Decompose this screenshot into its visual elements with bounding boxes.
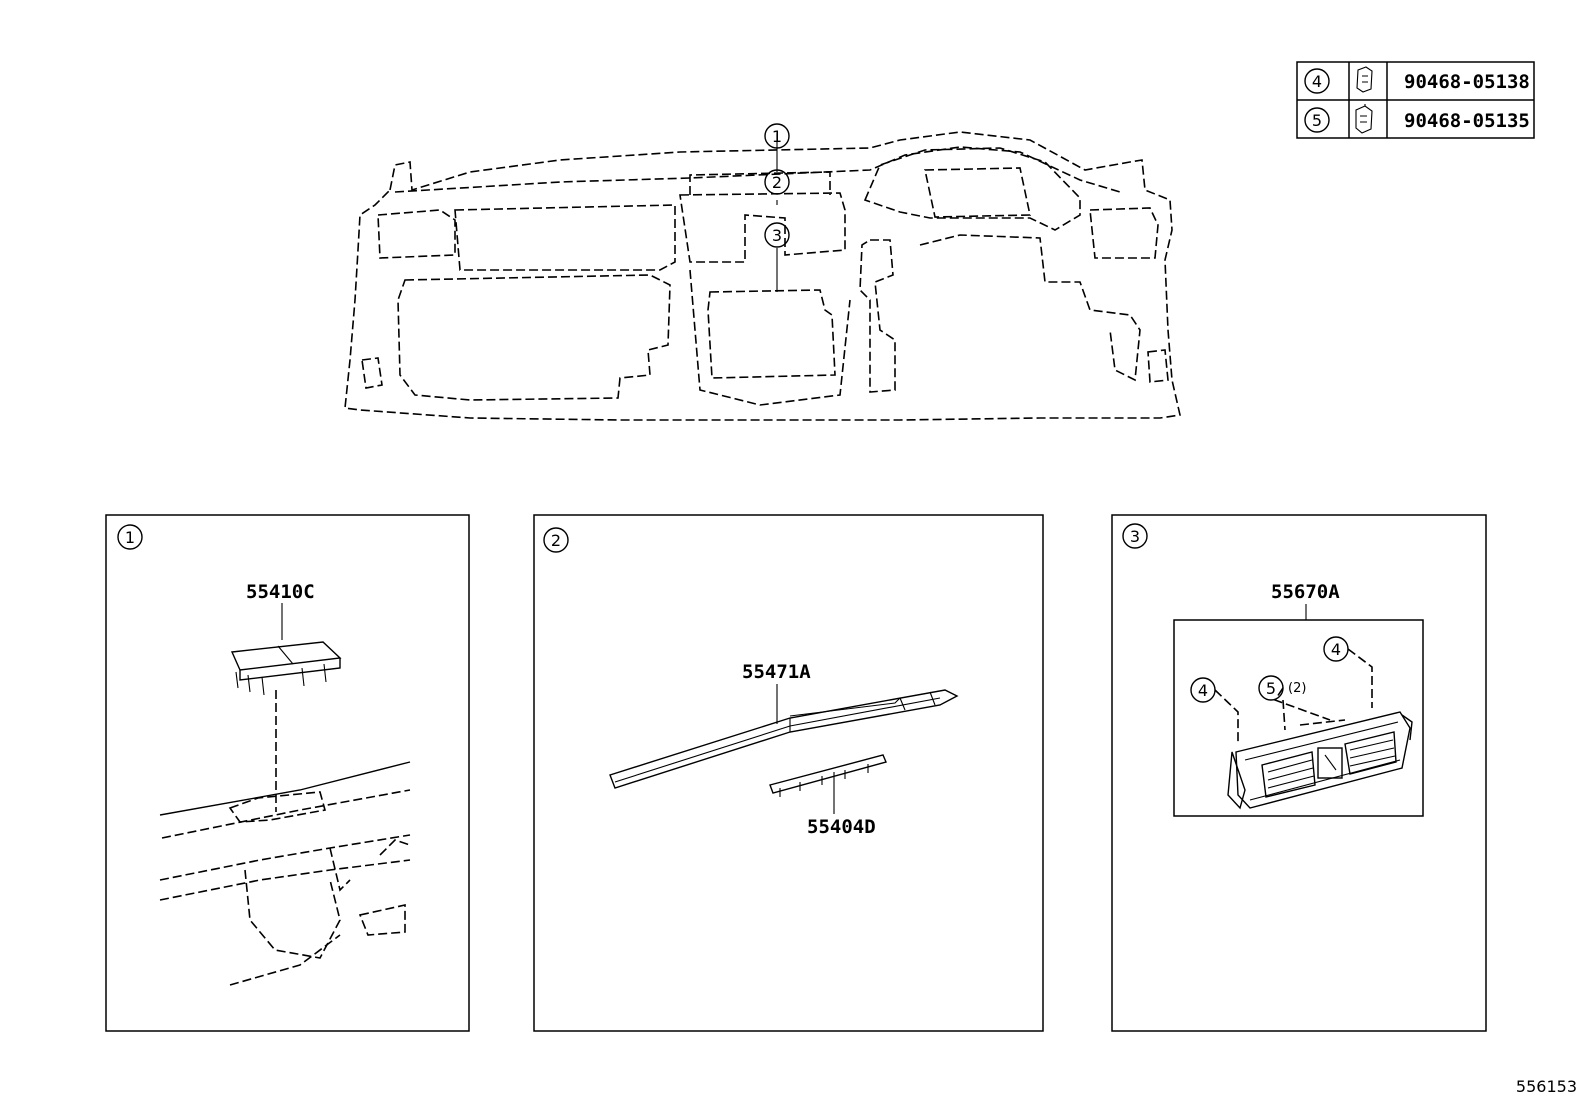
- diagram-id: 556153: [1516, 1077, 1577, 1096]
- svg-text:1: 1: [772, 127, 782, 146]
- legend-part-90468-05135: 90468-05135: [1404, 110, 1530, 132]
- leader-4-left: [1214, 689, 1239, 745]
- meter-cluster: [924, 167, 1031, 218]
- left-lower-clip: [361, 357, 383, 389]
- upper-left-panel: [454, 204, 676, 271]
- steering-column-area: [859, 239, 896, 393]
- legend-ref-5: 5: [1312, 111, 1322, 130]
- svg-text:2: 2: [772, 173, 782, 192]
- center-vent-area: [679, 192, 846, 263]
- panel-2-ref: 2: [551, 531, 561, 550]
- panel-1-dashboard-surface: [159, 761, 411, 986]
- right-lower-clip: [1147, 349, 1169, 383]
- panel-3-ref: 3: [1130, 527, 1140, 546]
- instrument-panel-outline: [344, 131, 1181, 421]
- lower-right-panel: [919, 234, 1141, 382]
- part-label-55404D[interactable]: 55404D: [807, 816, 876, 838]
- clip-icon: [1356, 66, 1373, 93]
- assembly-box: [1173, 619, 1424, 817]
- clip-strip-part: [769, 754, 887, 797]
- garnish-strip-part: [609, 689, 959, 789]
- fastener-legend-table: 4 90468-05138 5 90468-05135: [1296, 61, 1535, 139]
- meter-hood: [863, 147, 1081, 231]
- svg-text:4: 4: [1198, 681, 1208, 700]
- console-surround: [689, 269, 851, 406]
- callout-5-quantity: (2): [1288, 681, 1306, 696]
- part-label-55410C[interactable]: 55410C: [246, 581, 315, 603]
- left-side-vent: [377, 209, 456, 259]
- svg-text:4: 4: [1331, 640, 1341, 659]
- callout-4-left[interactable]: 4: [1190, 677, 1216, 703]
- legend-row-5: 5 90468-05135: [1304, 104, 1530, 134]
- instrument-panel-overview: 1 2 3: [344, 123, 1181, 421]
- panel-1-ref: 1: [125, 528, 135, 547]
- svg-text:5: 5: [1266, 679, 1276, 698]
- callout-4-right[interactable]: 4: [1323, 636, 1349, 662]
- legend-row-4: 4 90468-05138: [1304, 66, 1530, 94]
- detail-panel-2: 2 55471A 55404D: [533, 514, 1044, 1032]
- detail-panel-1: 1 55410C: [105, 514, 470, 1032]
- leader-4-right: [1347, 648, 1373, 708]
- center-air-vent-register: [1227, 711, 1413, 810]
- dash-cover-part: [230, 641, 342, 696]
- leader-5: [1273, 687, 1346, 731]
- legend-part-90468-05138: 90468-05138: [1404, 71, 1530, 93]
- overview-callout-3[interactable]: 3: [764, 222, 790, 248]
- center-console: [707, 289, 836, 379]
- legend-ref-4: 4: [1312, 72, 1322, 91]
- overview-callout-2[interactable]: 2: [764, 169, 790, 195]
- part-label-55471A[interactable]: 55471A: [742, 661, 811, 683]
- part-label-55670A[interactable]: 55670A: [1271, 581, 1340, 603]
- clip-icon: [1355, 104, 1373, 134]
- dash-top-edge: [394, 146, 1121, 193]
- svg-text:3: 3: [772, 226, 782, 245]
- overview-callout-1[interactable]: 1: [764, 123, 790, 149]
- center-top-rim: [689, 171, 831, 195]
- detail-panel-3: 3 55670A 4 4 5 (2): [1111, 514, 1487, 1032]
- right-side-vent: [1089, 207, 1159, 259]
- callout-5[interactable]: 5: [1258, 675, 1284, 701]
- glove-box-opening: [397, 274, 671, 401]
